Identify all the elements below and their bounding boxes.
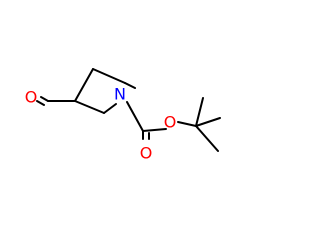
bond-tbu-me-bottom: [195, 125, 219, 152]
bonds: [36, 68, 221, 152]
bond-ring-c5-n: [124, 82, 136, 89]
atom-labels: O N O O: [25, 85, 177, 163]
molecule-structure: O N O O: [25, 68, 221, 163]
atom-aldehyde-oxygen: O: [25, 88, 38, 107]
bond-ring-c4-c5: [92, 68, 126, 84]
atom-ester-oxygen: O: [164, 113, 177, 132]
bond-ring-c2-c3: [74, 100, 105, 114]
atom-carbonyl-oxygen: O: [140, 144, 153, 163]
bond-ester-o-tbu: [177, 121, 197, 127]
bond-cho-double-2: [36, 100, 45, 106]
bond-ring-c3-c4: [74, 68, 94, 102]
bond-ring-n-c2: [103, 103, 117, 114]
bond-carbonyl-ester-o: [142, 128, 167, 132]
bond-cho-double-1: [40, 96, 49, 102]
bond-tbu-me-right: [195, 117, 221, 127]
bond-tbu-me-top: [195, 97, 204, 127]
atom-ring-nitrogen: N: [114, 85, 126, 104]
bond-n-carbonyl: [126, 101, 144, 132]
